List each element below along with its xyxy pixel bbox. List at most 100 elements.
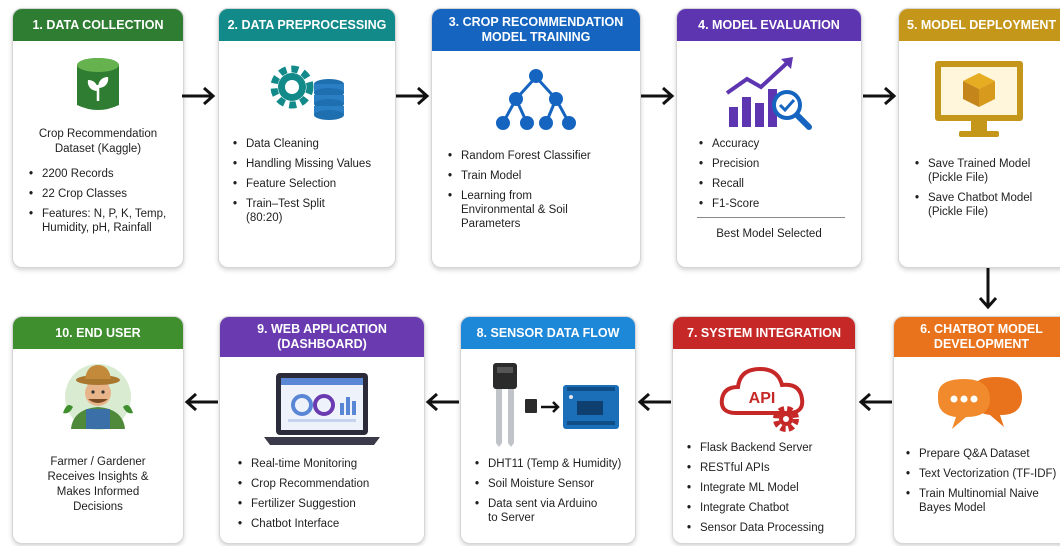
bullet-item: Feature Selection (233, 177, 389, 191)
step-card-chatbot-development: 6. CHATBOT MODEL DEVELOPMENT Prepare Q&A… (893, 316, 1060, 544)
bullet-item: Real-time Monitoring (238, 457, 418, 471)
bullet-item: Train–Test Split (80:20) (233, 197, 356, 225)
bullet-item: Text Vectorization (TF-IDF) (906, 467, 1060, 481)
step-card-end-user: 10. END USER Farmer / Gardener Receives … (12, 316, 184, 544)
bullet-item: Train Model (448, 169, 628, 183)
step-title: 1. DATA COLLECTION (32, 17, 164, 32)
svg-text:API: API (749, 390, 776, 407)
step-card-model-deployment: 5. MODEL DEPLOYMENT Save Trained Model (… (898, 8, 1060, 268)
step-header: 3. CROP RECOMMENDATION MODEL TRAINING (432, 9, 640, 51)
step-card-data-collection: 1. DATA COLLECTION Crop Recommendation D… (12, 8, 184, 268)
arrow-right-icon (863, 86, 897, 106)
bullet-item: Accuracy (699, 137, 849, 151)
api-cloud-icon: API (673, 357, 855, 439)
bullet-item: Train Multinomial Naive Bayes Model (906, 487, 1043, 515)
bullet-item: Data sent via Arduino to Server (475, 497, 608, 525)
step-card-sensor-data-flow: 8. SENSOR DATA FLOW DHT11 (Temp & Humidi… (460, 316, 636, 544)
bullet-list: Data Cleaning Handling Missing Values Fe… (233, 137, 389, 231)
step-title: DEVELOPMENT (933, 337, 1030, 351)
arrow-down-icon (978, 268, 998, 310)
step-header: 6. CHATBOT MODEL DEVELOPMENT (894, 317, 1060, 357)
description-line: Makes Informed (56, 486, 140, 498)
arrow-left-icon (637, 392, 671, 412)
description-line: Receives Insights & (47, 471, 149, 483)
laptop-dashboard-icon (220, 371, 424, 447)
bullet-list: Random Forest Classifier Train Model Lea… (448, 149, 628, 237)
step-title: 10. END USER (55, 325, 141, 340)
bullet-list: 2200 Records 22 Crop Classes Features: N… (29, 167, 169, 241)
monitor-box-icon (899, 57, 1060, 141)
best-model-label: Best Model Selected (716, 228, 822, 240)
dataset-line: Crop Recommendation (38, 128, 158, 140)
gear-database-icon (219, 57, 395, 123)
bullet-item: Integrate Chatbot (687, 501, 853, 515)
step-title: 9. WEB APPLICATION (257, 322, 387, 336)
end-user-description: Farmer / Gardener Receives Insights & Ma… (13, 455, 183, 515)
step-title: 5. MODEL DEPLOYMENT (907, 17, 1057, 32)
bullet-item: Features: N, P, K, Temp, Humidity, pH, R… (29, 207, 169, 235)
dataset-line: Dataset (Kaggle) (54, 143, 142, 155)
bullet-list: Prepare Q&A Dataset Text Vectorization (… (906, 447, 1060, 521)
step-title: 7. SYSTEM INTEGRATION (687, 325, 841, 340)
bullet-item: Save Trained Model (Pickle File) (915, 157, 1050, 185)
step-card-data-preprocessing: 2. DATA PREPROCESSING Data Cleaning Hand… (218, 8, 396, 268)
bullet-item: Prepare Q&A Dataset (906, 447, 1060, 461)
bullet-item: Save Chatbot Model (Pickle File) (915, 191, 1058, 219)
dataset-label: Crop Recommendation Dataset (Kaggle) (13, 127, 183, 157)
decision-tree-icon (432, 67, 640, 133)
arrow-right-icon (641, 86, 675, 106)
step-card-model-evaluation: 4. MODEL EVALUATION Accuracy Precision R… (676, 8, 862, 268)
sensor-arduino-icon (461, 361, 635, 447)
step-card-web-application: 9. WEB APPLICATION (DASHBOARD) Real-time… (219, 316, 425, 544)
bullet-list: DHT11 (Temp & Humidity) Soil Moisture Se… (475, 457, 633, 531)
arrow-right-icon (396, 86, 430, 106)
bullet-item: F1-Score (699, 197, 849, 211)
bullet-item: DHT11 (Temp & Humidity) (475, 457, 633, 471)
bullet-item: Random Forest Classifier (448, 149, 628, 163)
step-header: 1. DATA COLLECTION (13, 9, 183, 41)
chart-magnifier-icon (677, 53, 861, 133)
bullet-item: 2200 Records (29, 167, 169, 181)
step-header: 2. DATA PREPROCESSING (219, 9, 395, 41)
arrow-left-icon (425, 392, 459, 412)
bullet-item: Data Cleaning (233, 137, 389, 151)
step-card-model-training: 3. CROP RECOMMENDATION MODEL TRAINING Ra… (431, 8, 641, 268)
farmer-icon (13, 357, 183, 431)
step-header: 8. SENSOR DATA FLOW (461, 317, 635, 349)
bullet-item: Fertilizer Suggestion (238, 497, 418, 511)
bullet-item: RESTful APIs (687, 461, 853, 475)
bullet-item: Handling Missing Values (233, 157, 389, 171)
step-header: 5. MODEL DEPLOYMENT (899, 9, 1060, 41)
bullet-item: Precision (699, 157, 849, 171)
divider (697, 217, 845, 218)
bullet-item: Recall (699, 177, 849, 191)
bullet-item: Integrate ML Model (687, 481, 853, 495)
arrow-left-icon (858, 392, 892, 412)
arrow-left-icon (184, 392, 218, 412)
chat-bubbles-icon (894, 371, 1060, 437)
step-header: 4. MODEL EVALUATION (677, 9, 861, 41)
bullet-list: Accuracy Precision Recall F1-Score (699, 137, 849, 217)
step-header: 7. SYSTEM INTEGRATION (673, 317, 855, 349)
bullet-list: Save Trained Model (Pickle File) Save Ch… (915, 157, 1060, 225)
step-title: 2. DATA PREPROCESSING (227, 17, 387, 32)
step-title: 6. CHATBOT MODEL (920, 322, 1043, 336)
bullet-list: Flask Backend Server RESTful APIs Integr… (687, 441, 853, 541)
database-leaf-icon (13, 55, 183, 117)
bullet-list: Real-time Monitoring Crop Recommendation… (238, 457, 418, 537)
step-title: (DASHBOARD) (277, 337, 367, 351)
step-title: 3. CROP RECOMMENDATION (448, 15, 624, 29)
bullet-item: Sensor Data Processing (687, 521, 853, 535)
bullet-item: Chatbot Interface (238, 517, 418, 531)
step-header: 9. WEB APPLICATION (DASHBOARD) (220, 317, 424, 357)
bullet-item: Crop Recommendation (238, 477, 418, 491)
step-title: 8. SENSOR DATA FLOW (476, 325, 620, 340)
bullet-item: Learning from Environmental & Soil Param… (448, 189, 601, 231)
step-title: 4. MODEL EVALUATION (698, 17, 840, 32)
step-card-system-integration: 7. SYSTEM INTEGRATION API Flask Backend … (672, 316, 856, 544)
arrow-right-icon (182, 86, 216, 106)
bullet-item: 22 Crop Classes (29, 187, 169, 201)
step-title: MODEL TRAINING (481, 30, 591, 44)
description-line: Decisions (73, 501, 123, 513)
bullet-item: Flask Backend Server (687, 441, 853, 455)
